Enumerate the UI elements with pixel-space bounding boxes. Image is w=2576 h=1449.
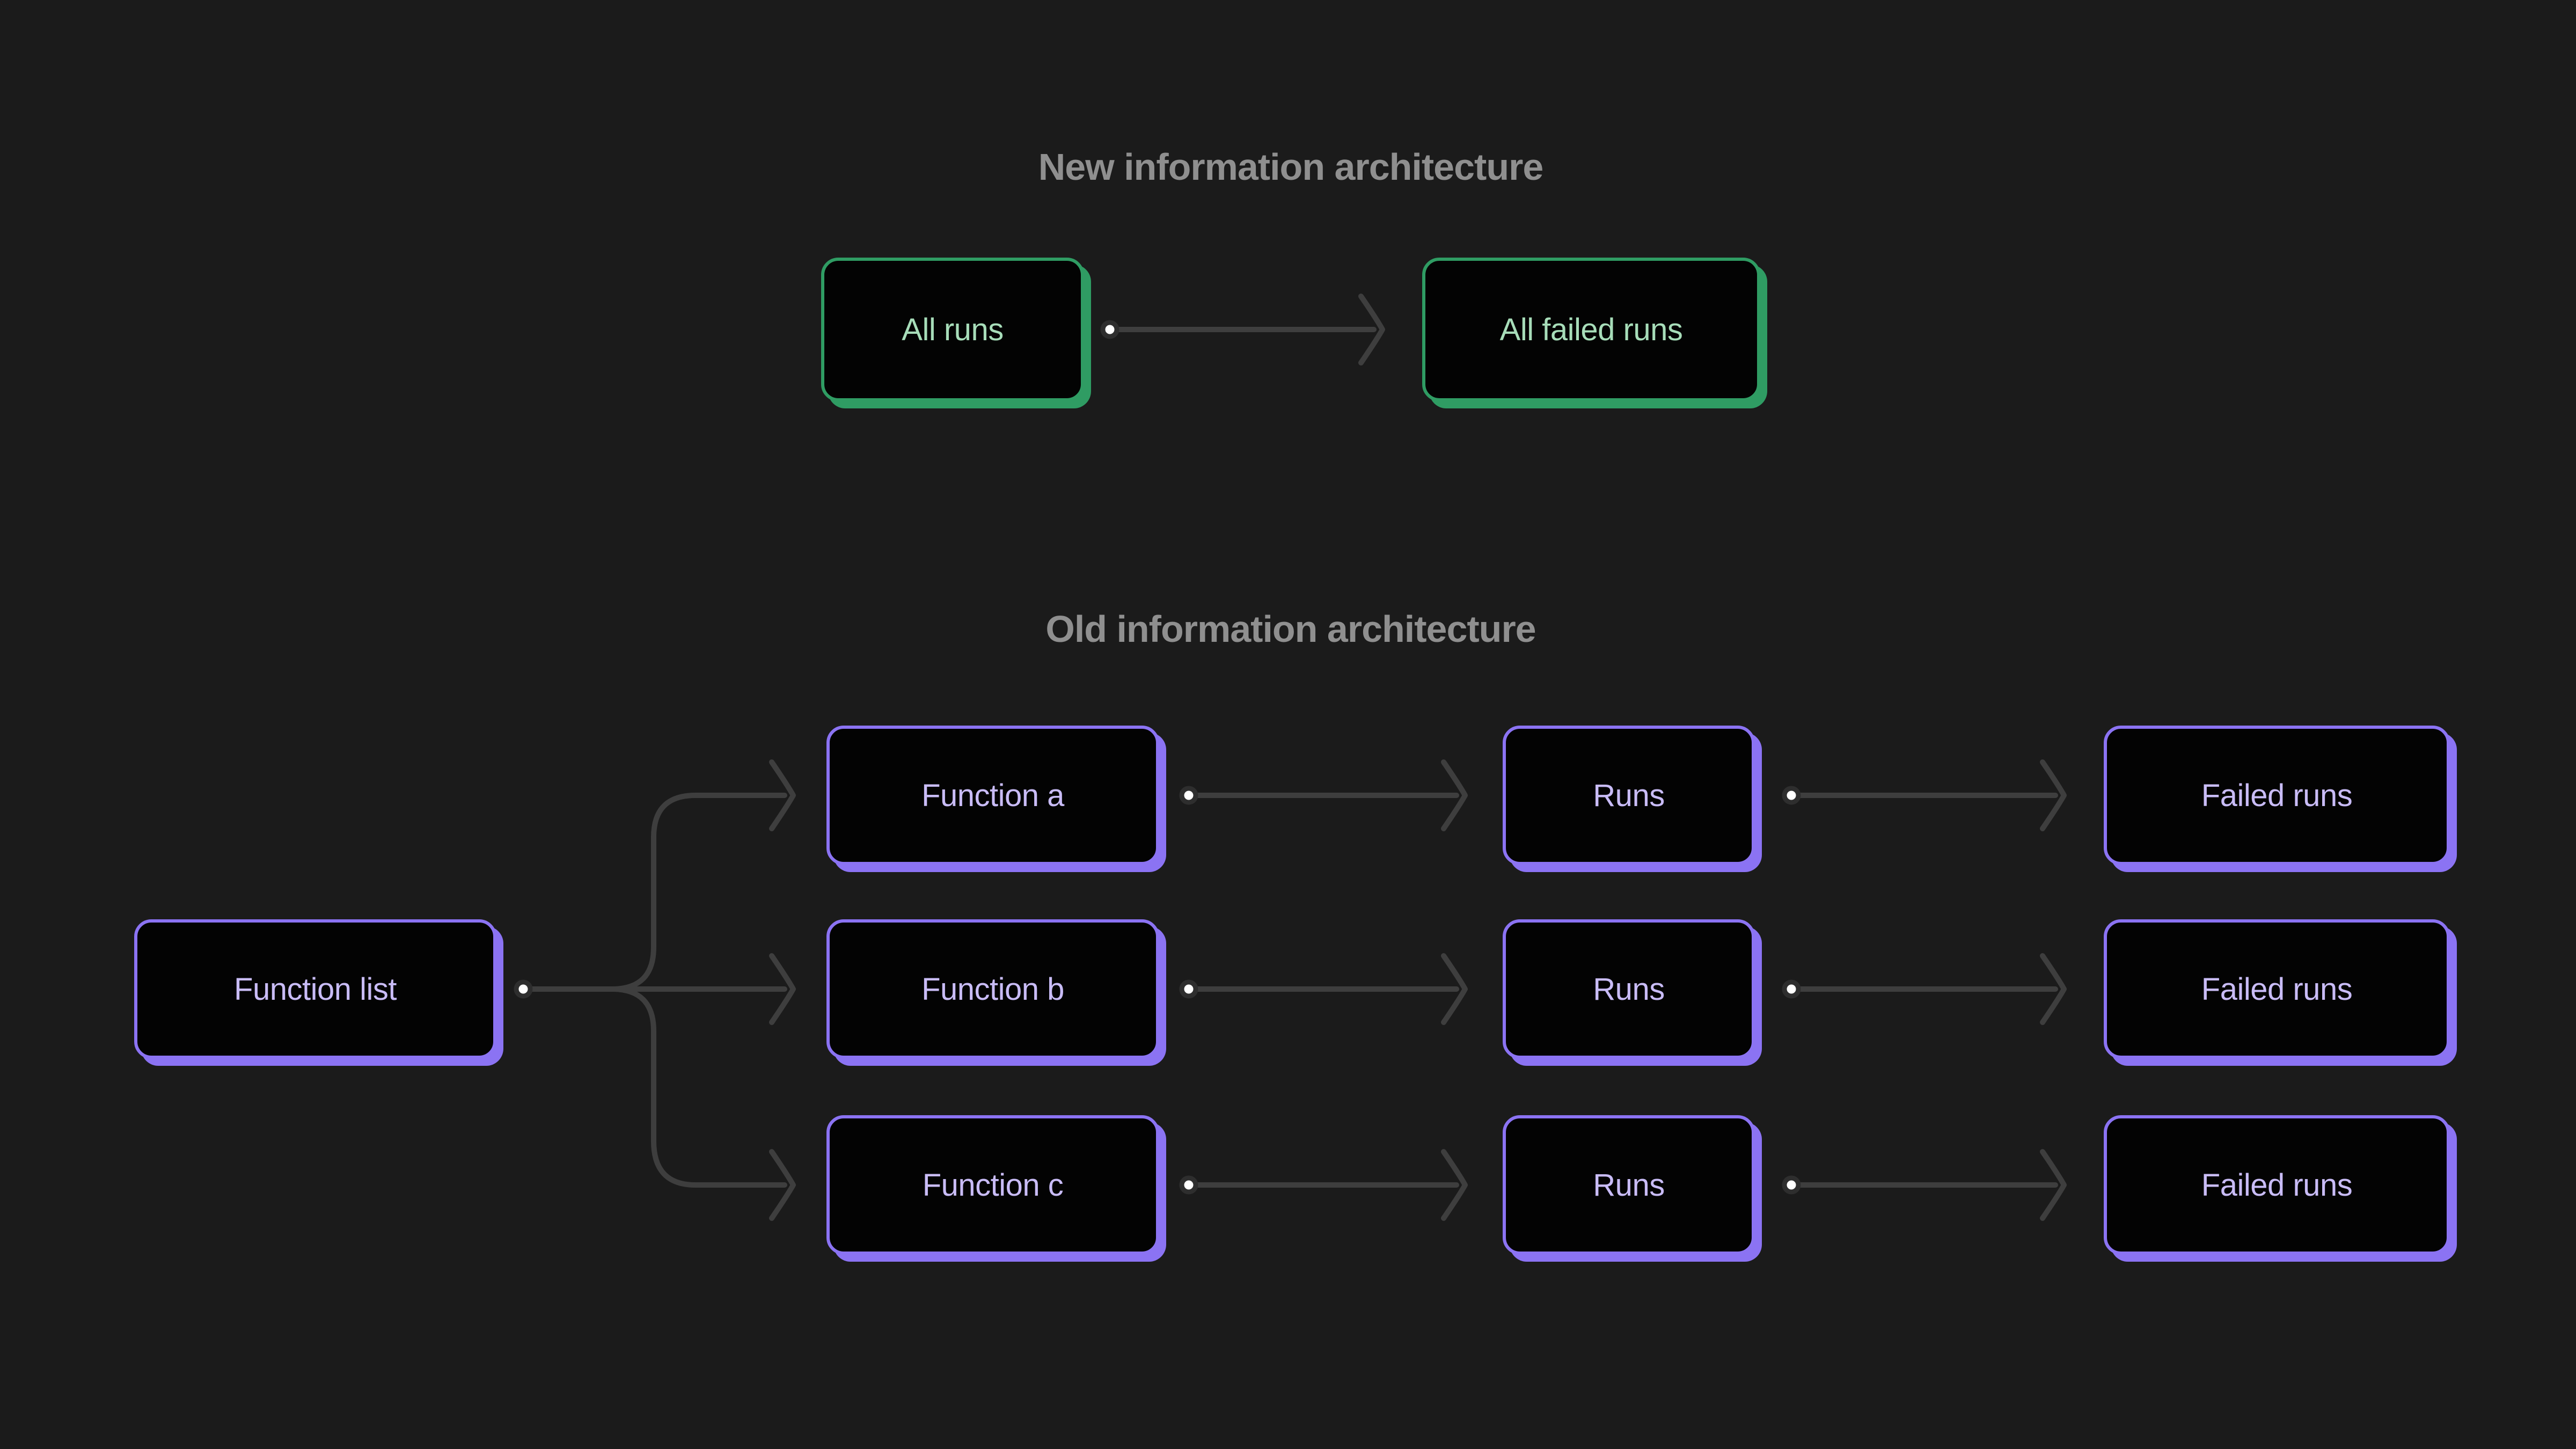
arrowhead-icon — [1358, 294, 1385, 365]
connector-line — [521, 986, 787, 1188]
arrowhead-icon — [769, 759, 796, 831]
edge-runs-to-failed-runs-c — [1782, 1149, 2067, 1221]
node-label: Function a — [921, 778, 1064, 813]
node-label: Function b — [921, 971, 1064, 1007]
connector-dot — [1179, 979, 1198, 999]
edge-function-c-to-runs — [1179, 1149, 1468, 1221]
arrowhead-icon — [2040, 953, 2067, 1025]
edge-runs-to-failed-runs-b — [1782, 953, 2067, 1025]
connector-dot — [1100, 320, 1119, 339]
node-label: Failed runs — [2201, 971, 2353, 1007]
connector-dot — [1179, 786, 1198, 805]
node-runs-a: Runs — [1503, 726, 1755, 865]
node-label: Failed runs — [2201, 1167, 2353, 1203]
node-runs-b: Runs — [1503, 919, 1755, 1059]
arrowhead-icon — [1441, 953, 1468, 1025]
node-function-c: Function c — [826, 1115, 1159, 1255]
node-all-runs: All runs — [821, 258, 1084, 401]
edge-function-list-to-function-a — [521, 759, 796, 992]
node-runs-c: Runs — [1503, 1115, 1755, 1255]
connector-dot — [1782, 979, 1801, 999]
arrowhead-icon — [769, 1149, 796, 1221]
node-label: Failed runs — [2201, 778, 2353, 813]
node-failed-runs-a: Failed runs — [2104, 726, 2450, 865]
edge-function-b-to-runs — [1179, 953, 1468, 1025]
connector-dot — [1782, 786, 1801, 805]
node-label: Runs — [1593, 1167, 1665, 1203]
arrowhead-icon — [2040, 759, 2067, 831]
edge-runs-to-failed-runs-a — [1782, 759, 2067, 831]
edge-function-list-to-function-c — [514, 979, 796, 1221]
node-function-a: Function a — [826, 726, 1159, 865]
section-title-new-architecture: New information architecture — [1038, 146, 1544, 188]
arrowhead-icon — [769, 953, 796, 1025]
node-label: All failed runs — [1499, 312, 1683, 347]
edge-function-a-to-runs — [1179, 759, 1468, 831]
node-all-failed-runs: All failed runs — [1422, 258, 1760, 401]
connector-dot — [1782, 1175, 1801, 1195]
node-label: Runs — [1593, 971, 1665, 1007]
node-failed-runs-b: Failed runs — [2104, 919, 2450, 1059]
node-label: Function c — [922, 1167, 1064, 1203]
arrowhead-icon — [1441, 1149, 1468, 1221]
node-label: Function list — [234, 971, 397, 1007]
node-label: Runs — [1593, 778, 1665, 813]
arrowhead-icon — [2040, 1149, 2067, 1221]
connector-dot — [1179, 1175, 1198, 1195]
arrowhead-icon — [1441, 759, 1468, 831]
node-label: All runs — [902, 312, 1004, 347]
connector-dot — [514, 979, 533, 999]
connector-line — [521, 793, 787, 992]
node-failed-runs-c: Failed runs — [2104, 1115, 2450, 1255]
edge-all-runs-to-all-failed-runs — [1100, 294, 1385, 365]
node-function-b: Function b — [826, 919, 1159, 1059]
node-function-list: Function list — [134, 919, 496, 1059]
section-title-old-architecture: Old information architecture — [1045, 608, 1536, 650]
